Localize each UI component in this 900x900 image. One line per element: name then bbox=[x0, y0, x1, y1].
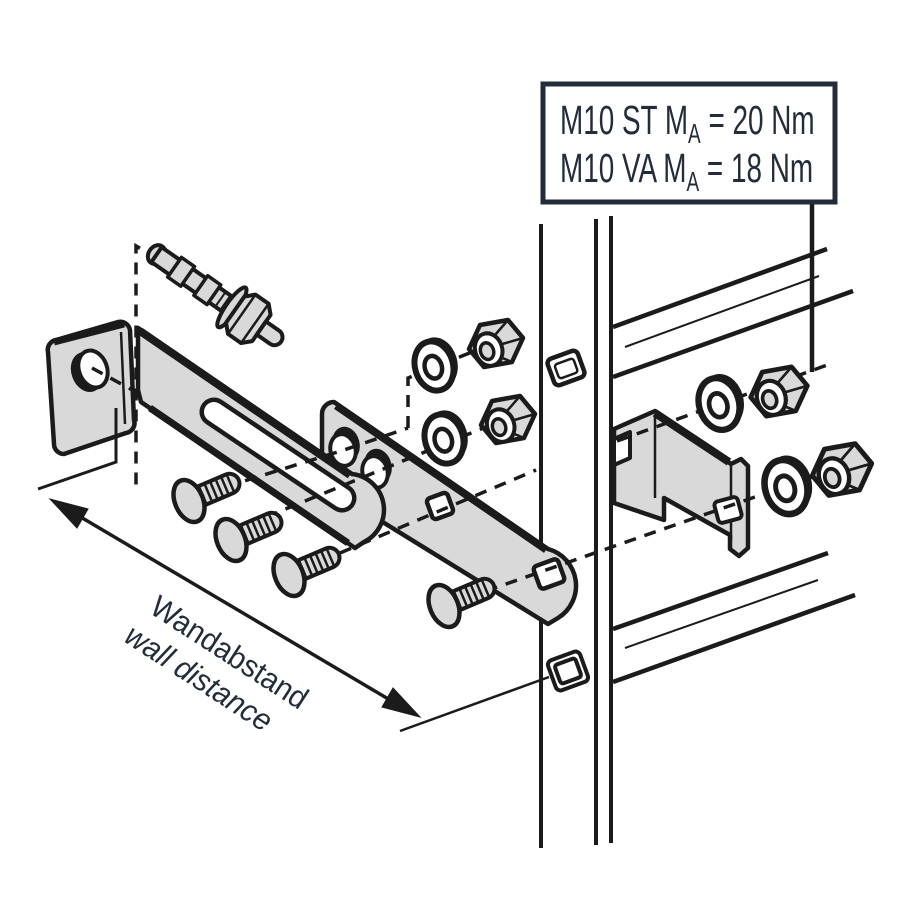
rail-square-hole-upper bbox=[545, 348, 587, 388]
dimension-arrow bbox=[48, 498, 550, 733]
wall-bracket-flange bbox=[45, 319, 137, 457]
washer-3 bbox=[693, 369, 751, 435]
upright-rail bbox=[539, 216, 613, 848]
carriage-bolt-3 bbox=[268, 534, 348, 601]
washer-2 bbox=[419, 405, 474, 468]
crossbar-upper bbox=[612, 246, 854, 380]
arrowhead-left bbox=[48, 498, 89, 529]
plate-square-hole-1 bbox=[424, 490, 456, 522]
bolt-axis-1 bbox=[224, 345, 485, 489]
anchor-axis bbox=[91, 366, 137, 394]
plate-square-hole-2 bbox=[531, 557, 567, 591]
flange-nut-1 bbox=[469, 320, 523, 369]
flange-nut-4 bbox=[812, 444, 871, 498]
torque-spec-box: M10 ST MA = 20 Nm M10 VA MA = 18 Nm bbox=[540, 81, 838, 372]
bracket-square-hole bbox=[712, 495, 744, 525]
torque-line-2: M10 VA MA = 18 Nm bbox=[560, 146, 813, 198]
flange-nut-2 bbox=[481, 396, 535, 445]
washer-4 bbox=[758, 450, 818, 519]
wall-edge bbox=[37, 408, 118, 491]
crossbar-lower bbox=[612, 550, 856, 685]
flange-nut-3 bbox=[751, 367, 808, 419]
torque-line-1: M10 ST MA = 20 Nm bbox=[560, 98, 815, 150]
arrowhead-right bbox=[381, 687, 422, 718]
dimension-extension-line bbox=[399, 675, 550, 733]
dimension-label: Wandabstand wall distance bbox=[119, 590, 314, 739]
washer-1 bbox=[409, 332, 464, 395]
wall-anchor-bolt bbox=[145, 243, 285, 348]
rail-square-hole-lower bbox=[545, 649, 591, 693]
hook-bracket bbox=[611, 408, 751, 559]
slotted-strap bbox=[135, 325, 387, 551]
